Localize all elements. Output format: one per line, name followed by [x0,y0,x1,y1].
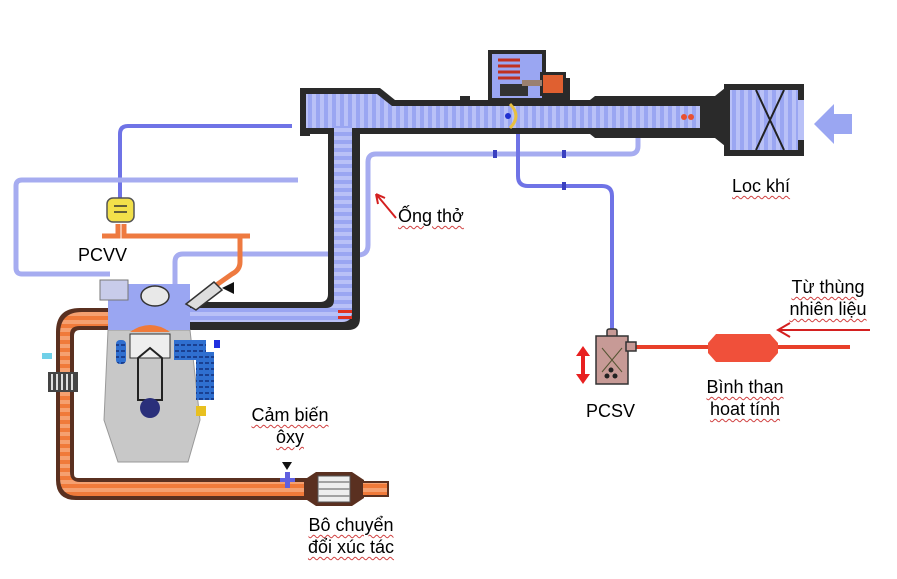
pcv-hose [102,224,250,289]
intake-port-marker [99,279,129,301]
coolant-jacket-right [174,340,214,400]
air-filter-label: Loc khí [732,176,791,196]
line-joint [562,182,566,190]
egr-port-marker [338,310,352,313]
o2-sensor-label: Cảm biến ôxy [251,405,329,447]
fuel-tank-label: Từ thùng nhiên liệu [789,277,867,319]
air-filter [724,84,852,156]
injector-pointer-icon [222,282,234,294]
exhaust-sensor-port [42,353,52,359]
canister-body [708,334,778,362]
fuel-injector-icon [184,280,224,311]
catalytic-converter-label: Bô chuyển đổi xúc tác [307,515,395,557]
filter-element-icon [755,89,785,151]
exhaust-system [42,308,389,506]
intake-runner-air [175,126,352,322]
pcv-valve [102,197,250,289]
crankshaft-icon [140,398,160,418]
isc-plunger [500,84,528,96]
vacuum-lines [13,124,641,332]
tailpipe [361,481,389,497]
thermostat-cap [214,340,220,348]
pcv-valve-body [106,197,135,223]
coolant-jacket-left [116,340,126,364]
evap-system [576,322,870,385]
isc-spring-icon [498,58,520,80]
throttle-shaft [505,113,511,119]
breather-loop-left [13,177,298,277]
air-inlet-arrow-icon [814,104,852,144]
air-filter-chamber [730,90,798,150]
purge-line [516,130,614,332]
isc-rod [522,80,542,86]
engine [99,279,234,463]
line-joint [493,150,497,158]
pcvv-label: PCVV [78,245,128,265]
isc-coil [543,75,563,93]
fuel-tank-arrow-icon [776,322,870,338]
o2-sensor-pointer-icon [282,462,292,470]
line-joint [562,150,566,158]
connecting-rod [137,346,163,401]
breather-pipe [350,128,641,258]
intake-plenum-air [306,94,720,128]
canister-label: Bình than hoat tính [706,377,784,419]
throttle-plate-icon [508,102,518,130]
pcsv-label: PCSV [586,401,636,421]
breather-pipe-label: Ống thở [398,206,464,226]
coolant-temp-sensor [196,406,206,416]
pcsv-actuation-arrow-icon [576,346,590,384]
breather-to-head [172,251,340,285]
piston [129,333,171,359]
egr-port-marker [338,316,352,319]
pcvv-vacuum-line [118,124,292,200]
airflow-sensor-marker [688,114,694,120]
breather-pointer-arrow-icon [375,193,397,219]
intake-system [170,50,725,330]
valve-train-icon [140,285,170,307]
airflow-sensor-marker [681,114,687,120]
combustion-chamber [130,325,170,332]
pcsv-outlet [625,341,637,352]
filter-inlet-wall [700,88,725,146]
